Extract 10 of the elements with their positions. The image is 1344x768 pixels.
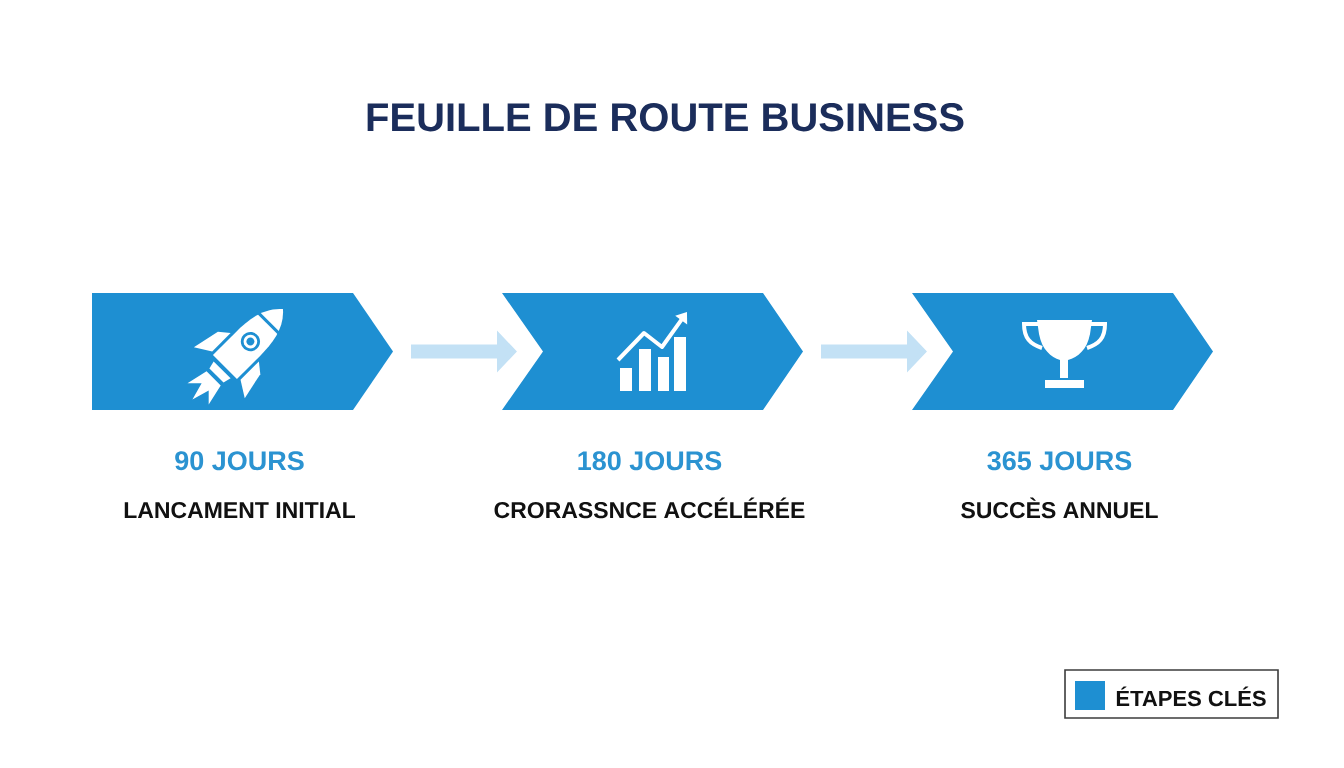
legend-label: ÉTAPES CLÉS [1116, 686, 1266, 707]
milestone-label: SUCCÈS ANNUEL [961, 497, 1158, 519]
duration-label: 90 JOURS [175, 451, 304, 471]
milestone-label: CRORASSNCE ACCÉLÉRÉE [494, 497, 805, 519]
title: FEUILLE DE ROUTE BUSINESS [367, 103, 964, 132]
chevron-shape [912, 293, 1213, 410]
chevron-shape [502, 293, 803, 410]
duration-label: 365 JOURS [987, 451, 1132, 471]
milestone-label: LANCAMENT INITIAL [124, 501, 356, 519]
duration-label: 180 JOURS [578, 451, 722, 471]
